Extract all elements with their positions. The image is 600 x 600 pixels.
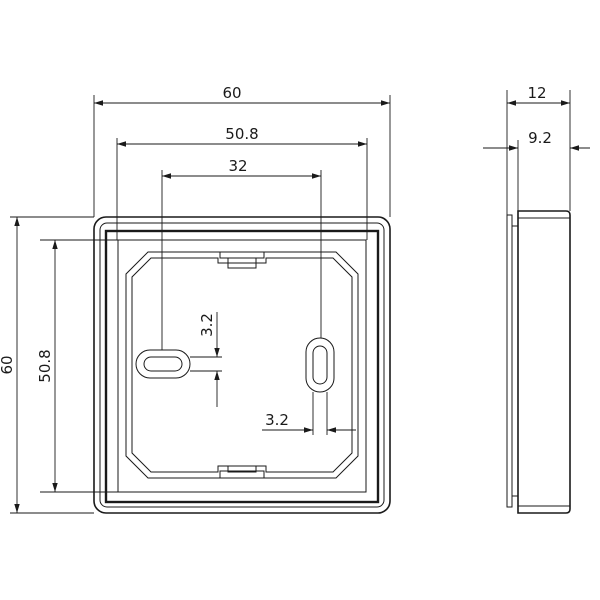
left-slot-inner bbox=[143, 356, 183, 372]
bottom-clip-notch bbox=[227, 465, 257, 473]
side-view: 12 9.2 bbox=[483, 84, 590, 514]
top-clip bbox=[219, 251, 265, 259]
dim-label-inner-height: 50.8 bbox=[36, 349, 54, 382]
inner-frame-edge bbox=[117, 239, 367, 493]
right-slot-outer bbox=[305, 337, 335, 393]
inner-frame bbox=[104, 229, 380, 504]
outer-frame bbox=[93, 216, 391, 514]
side-back-step bbox=[511, 225, 519, 497]
dim-label-inner-width: 50.8 bbox=[225, 125, 258, 143]
front-view: 60 50.8 32 60 50.8 3.2 3.2 bbox=[0, 84, 391, 514]
dim-label-slot-vertical: 3.2 bbox=[198, 313, 216, 337]
dim-label-hole-spacing: 32 bbox=[228, 157, 247, 175]
dim-label-depth: 12 bbox=[527, 84, 546, 102]
inner-recess-inner bbox=[131, 257, 353, 473]
dim-label-inner-depth: 9.2 bbox=[528, 129, 552, 147]
bottom-clip bbox=[219, 470, 265, 479]
dim-label-slot-horizontal: 3.2 bbox=[265, 411, 289, 429]
inner-recess-outer bbox=[125, 251, 359, 479]
side-body bbox=[517, 210, 571, 514]
dim-label-outer-height: 60 bbox=[0, 355, 16, 374]
outer-frame-inner-edge bbox=[99, 222, 385, 508]
side-back-plate bbox=[506, 214, 513, 508]
top-clip-notch bbox=[227, 257, 257, 269]
left-slot-outer bbox=[135, 349, 191, 379]
right-slot-inner bbox=[312, 345, 328, 385]
dim-label-outer-width: 60 bbox=[222, 84, 241, 102]
